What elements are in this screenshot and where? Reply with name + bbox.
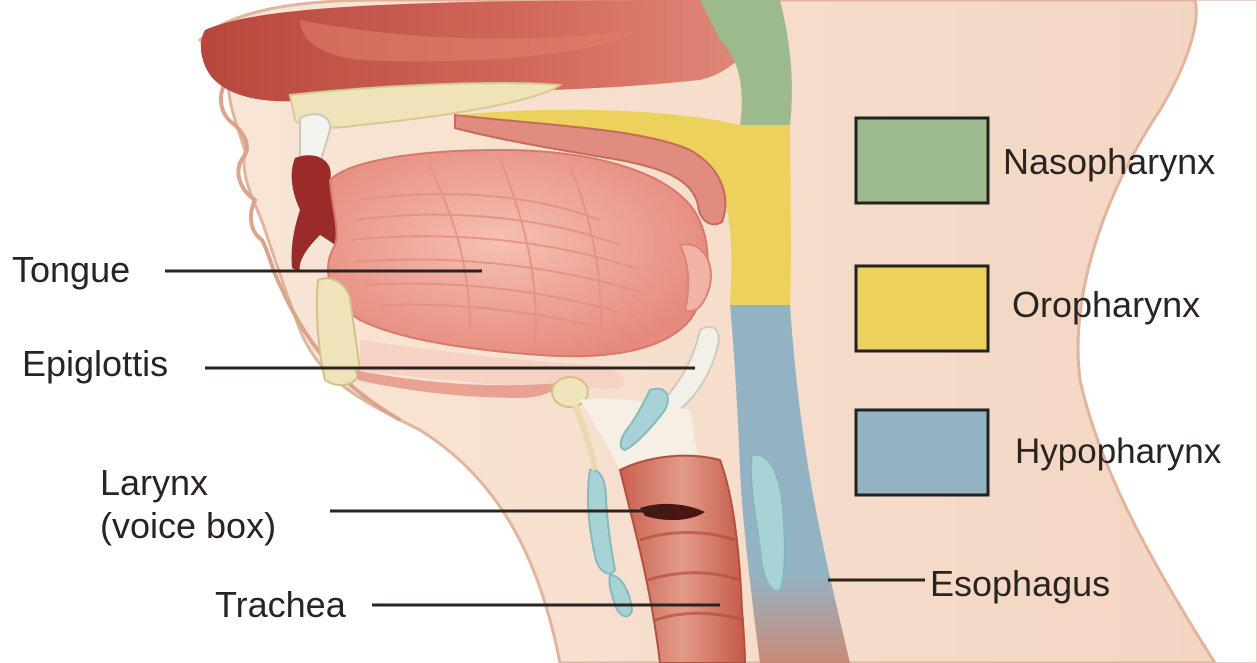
epiglottis-label: Epiglottis <box>22 343 168 384</box>
tongue-body <box>328 150 708 356</box>
larynx-sublabel: (voice box) <box>100 505 276 546</box>
legend-swatch-oropharynx <box>856 266 988 351</box>
esophagus-label: Esophagus <box>930 563 1110 604</box>
legend-label-nasopharynx: Nasopharynx <box>1003 141 1215 182</box>
legend-swatch-hypopharynx <box>856 410 988 495</box>
legend-label-hypopharynx: Hypopharynx <box>1015 432 1222 471</box>
larynx-label: Larynx <box>100 462 208 503</box>
tongue-label: Tongue <box>12 249 130 290</box>
legend-label-oropharynx: Oropharynx <box>1012 284 1200 325</box>
legend: Nasopharynx Oropharynx Hypopharynx <box>856 118 1222 495</box>
trachea-label: Trachea <box>215 584 347 625</box>
legend-swatch-nasopharynx <box>856 118 988 203</box>
